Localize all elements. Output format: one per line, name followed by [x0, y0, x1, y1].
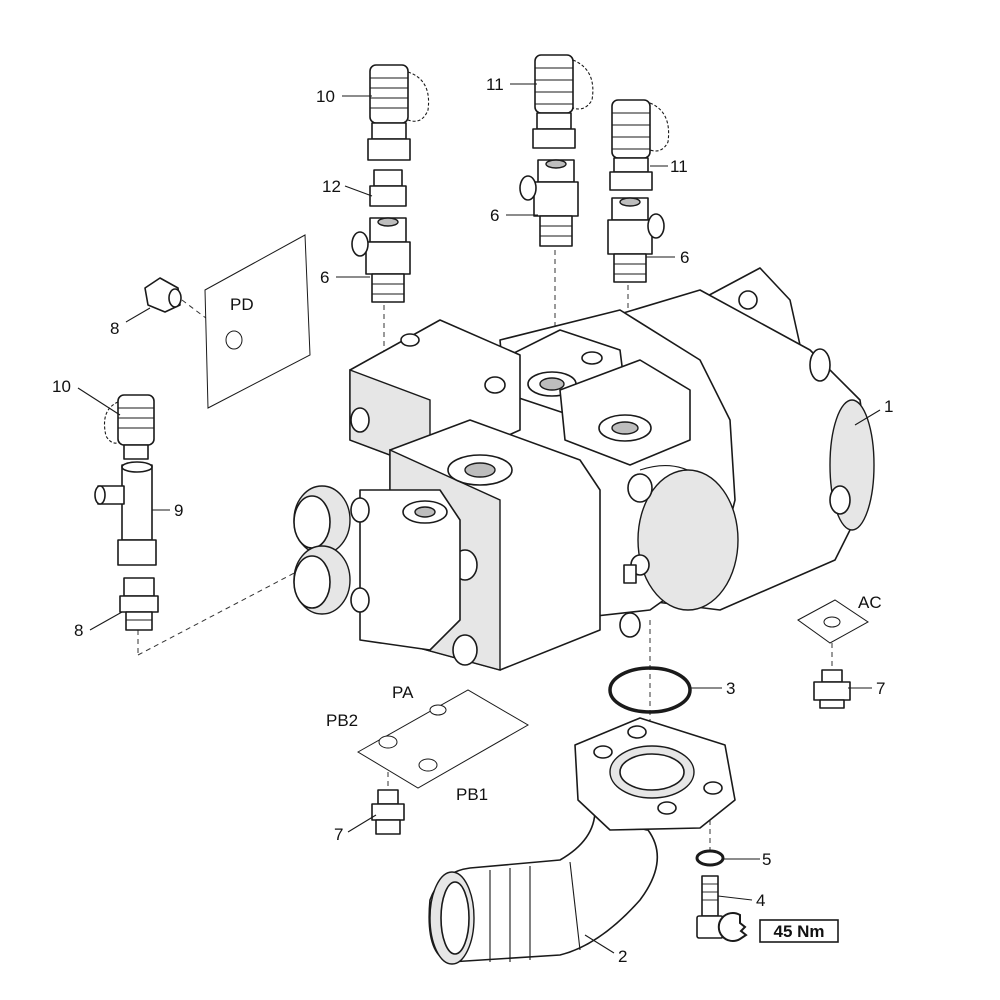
callout-2: 2 [618, 947, 627, 966]
callout-4: 4 [756, 891, 765, 910]
callout-12: 12 [322, 177, 341, 196]
callout-3: 3 [726, 679, 735, 698]
tee-fitting-9 [94, 461, 157, 566]
washer-5 [695, 849, 725, 867]
callout-10-left: 10 [52, 377, 71, 396]
adapter-12 [369, 169, 407, 207]
adapter-6-right [607, 197, 665, 283]
flange-elbow-2 [428, 717, 736, 965]
leader-lines [77, 83, 881, 954]
callout-6-left: 6 [320, 268, 329, 287]
plug-7-bottom [371, 789, 405, 835]
gasket-ac [797, 599, 869, 644]
callout-11-left: 11 [486, 75, 504, 94]
test-coupling-10-left [103, 394, 155, 460]
callout-7-bottom: 7 [334, 825, 343, 844]
callout-8-top: 8 [110, 319, 119, 338]
plug-8-bottom [119, 577, 159, 631]
test-coupling-11-right [609, 99, 670, 191]
callout-5: 5 [762, 850, 771, 869]
port-label-pd: PD [230, 295, 254, 314]
test-coupling-10-top [367, 64, 430, 161]
cap-screw-4 [696, 875, 724, 939]
callout-6-center: 6 [490, 206, 499, 225]
torque-box [759, 919, 839, 943]
callout-7-right: 7 [876, 679, 885, 698]
callout-6-right: 6 [680, 248, 689, 267]
wrench-icon [717, 912, 748, 942]
port-label-pb2: PB2 [326, 711, 358, 730]
pump-valve-block [293, 267, 875, 671]
callout-8-bottom: 8 [74, 621, 83, 640]
test-coupling-11-left [532, 54, 594, 149]
port-label-pb1: PB1 [456, 785, 488, 804]
adapter-6-center [519, 159, 579, 247]
callout-labels: 10 12 6 11 6 11 6 8 10 9 8 1 3 7 7 5 4 2 [52, 75, 893, 966]
plug-7-right [813, 669, 851, 709]
plug-8-top [144, 277, 182, 313]
port-label-pa: PA [392, 683, 414, 702]
port-labels: PD PA PB2 PB1 AC [230, 295, 882, 804]
gasket-pd [204, 234, 311, 409]
adapter-6-left [351, 217, 411, 303]
callout-11-right: 11 [670, 157, 688, 176]
o-ring-3 [608, 666, 692, 714]
torque-label: 45 Nm [773, 922, 824, 941]
gasket-pa-pb [357, 689, 529, 789]
callout-1: 1 [884, 397, 893, 416]
callout-10-top: 10 [316, 87, 335, 106]
port-label-ac: AC [858, 593, 882, 612]
callout-9: 9 [174, 501, 183, 520]
